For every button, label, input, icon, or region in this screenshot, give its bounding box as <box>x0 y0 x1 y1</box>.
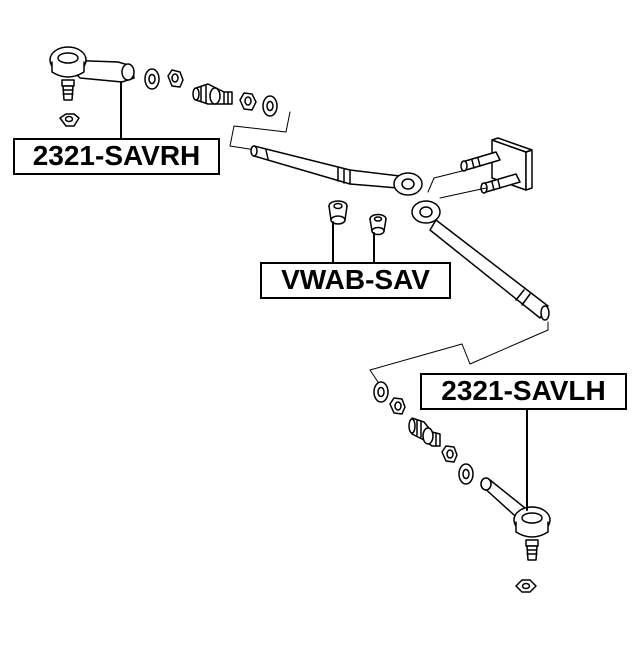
upper-washer-1 <box>144 68 160 90</box>
upper-nut-2 <box>239 92 257 111</box>
lower-nut-2 <box>441 445 458 463</box>
guide-line-lower <box>369 321 549 383</box>
lower-nut-1 <box>389 397 406 415</box>
upper-threaded-stud <box>192 83 233 105</box>
part-label-2321-savrh: 2321-SAVRH <box>13 138 220 175</box>
right-stud-nut <box>59 113 80 127</box>
part-label-vwab-sav: VWAB-SAV <box>260 262 451 299</box>
left-stud-nut <box>515 579 537 593</box>
left-tie-rod-end <box>480 477 551 561</box>
right-tie-rod <box>250 145 423 196</box>
right-tie-rod-end <box>49 46 135 101</box>
bushing-large <box>328 200 348 225</box>
lower-washer-1 <box>373 381 389 403</box>
upper-nut-1 <box>167 69 184 88</box>
callout-leaders <box>120 81 528 511</box>
part-label-2321-savlh: 2321-SAVLH <box>420 373 627 410</box>
lower-washer-2 <box>458 463 474 485</box>
guide-line-bracket <box>427 169 467 193</box>
left-tie-rod <box>411 200 550 321</box>
guide-line-bracket-2 <box>439 187 487 199</box>
upper-mounting-bolt <box>460 151 501 172</box>
lower-threaded-stud <box>408 417 441 447</box>
upper-washer-2 <box>262 95 278 117</box>
guide-line-upper <box>229 111 291 151</box>
bushing-small <box>369 213 387 236</box>
lower-mounting-bolt <box>480 173 521 194</box>
